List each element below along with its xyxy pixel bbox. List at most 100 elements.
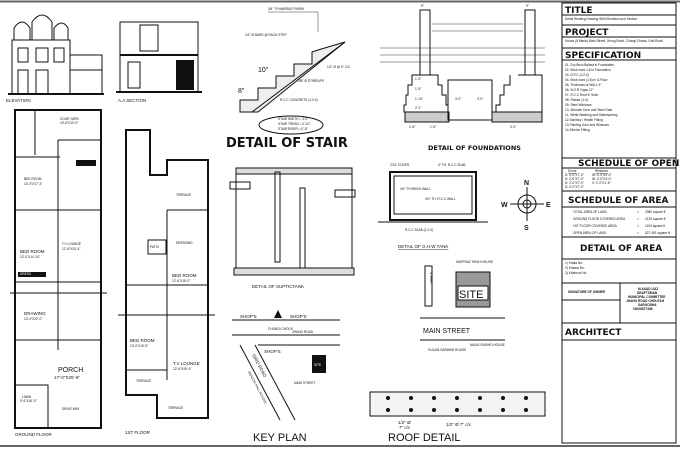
project-text: House (5 Marla) Main Street, Jhung Road,… xyxy=(565,39,663,43)
room-name: TERRACE xyxy=(176,193,191,197)
ohw-brick-note: 4½" TH BRICK WALL xyxy=(400,187,431,191)
spec-item: 05- Thickness of WALL 9" xyxy=(565,83,601,87)
title-header: TITLE xyxy=(565,6,593,16)
room-name: T.V LOUNGE xyxy=(62,242,81,246)
key-plan-shops: SHOP'S xyxy=(264,349,281,354)
foundation-step-dim: 1'-10" xyxy=(415,97,423,101)
opening-header: SCHEDULE OF OPENING xyxy=(578,159,680,169)
compass-e: E xyxy=(546,202,551,209)
opening-col: Doors xyxy=(568,169,577,173)
draftsman-line: JHANG ROAD CHOUTAH xyxy=(626,299,665,303)
ohw-cover-note: 2'X2' COVER xyxy=(390,163,410,167)
draftsman-line: M.ASAD IJAZ xyxy=(638,287,658,291)
room-size: 9'-6"X16'-0" xyxy=(20,399,37,403)
roof-bar-spacing: 7" c/c xyxy=(399,425,411,430)
foundation-wall-dim: 9" xyxy=(421,4,424,8)
section-drawing: A.A SECTION xyxy=(116,21,202,103)
opening-cell: D: 4'-0"X7'-0" xyxy=(565,185,584,189)
north-compass-icon: N S W E xyxy=(501,180,551,232)
room-name: BED ROOM xyxy=(130,338,155,343)
spec-item: 12-Sanitary / Health Fitting xyxy=(565,118,603,122)
detail-item: 2) Khasra No: xyxy=(565,266,585,270)
detail-item: 3) Khatooni No: xyxy=(565,271,587,275)
spec-item: 04- Brick work (1:6) in G.Floor xyxy=(565,78,608,82)
room-size: 13'-0"X17'-3" xyxy=(24,182,42,186)
spec-item: 08- Plaster (1:4) xyxy=(565,98,588,102)
site-plan: STREET SITE SARFRAZ SHAH HOUSE MAIN STRE… xyxy=(420,260,505,352)
spec-item: 06- B.G.R Vigas 12" xyxy=(565,88,594,92)
room-size: 13'-0"X15'-8" xyxy=(130,344,148,348)
room-name: TERRACE xyxy=(136,379,151,383)
area-header: SCHEDULE OF AREA xyxy=(568,196,669,206)
stair-concrete-note: R.C.C CONCRETE (1:2:4) xyxy=(280,98,318,102)
draftsman-line: 03006877486 xyxy=(633,307,653,311)
room-size: 17'-0"X25'-6" xyxy=(54,375,80,380)
first-floor-plan: TERRACE BED ROOM 12'-6"X16'-0" BED ROOM … xyxy=(118,129,215,435)
site-main-street: MAIN STREET xyxy=(423,328,471,335)
stair-note: STAIR RISER = 0'-8" xyxy=(278,127,308,131)
foundation-step-dim: 1'-3" xyxy=(415,77,421,81)
room-name: COUR YARD xyxy=(60,117,80,121)
area-eq: = xyxy=(637,224,639,228)
stair-note: STAIR WIDTH = 3'-0" xyxy=(278,117,308,121)
foundation-base-dim: 1'-6" xyxy=(409,125,415,129)
opening-cell: W: 3'-0"X4'-0" xyxy=(592,177,612,181)
ohw-title: DETAIL OF O.H.W TANK xyxy=(398,244,448,249)
detail-item: 1) Khata No: xyxy=(565,261,583,265)
project-header: PROJECT xyxy=(565,28,609,38)
key-plan-site: SITE xyxy=(314,363,321,367)
compass-w: W xyxy=(501,202,508,209)
key-plan-shops: SHOP'S xyxy=(240,314,257,319)
area-eq: = xyxy=(637,217,639,221)
area-label: GROUND FLOOR COVERED AREA xyxy=(573,217,626,221)
specification-header: SPECIFICATION xyxy=(565,51,641,61)
compass-s: S xyxy=(524,225,529,232)
foundation-depth-dim: 3'-0" xyxy=(455,97,461,101)
area-label: 1ST FLOOR COVERED AREA xyxy=(573,224,618,228)
septic-title: DETAIL OF SUPTICTANK xyxy=(252,284,304,289)
elevation-drawing: ELEVATION xyxy=(6,14,104,103)
area-list: TOTAL AREA OF LAND = 2080 square ft GROU… xyxy=(573,210,670,235)
site-gulam-house: GULAM SARWAR HOUSE xyxy=(428,348,466,352)
spec-item: 09- Steel Windows xyxy=(565,103,592,107)
ohw-slab-note: 4" TH. R.C.C SLAB xyxy=(438,163,465,167)
site-label: SITE xyxy=(459,289,483,301)
stair-detail: 3/4" TH MARBLE FINISH 1/2" Ø BARS @ EACH… xyxy=(226,7,351,151)
ground-floor-plan: COUR YARD 19'-6"X10'-0" BED ROOM 13'-0"X… xyxy=(10,109,107,437)
foundation-wall-dim: 9" xyxy=(526,4,529,8)
ohw-base-note: R.C.C SLAB (1:2:4) xyxy=(405,228,433,232)
opening-col: Windows xyxy=(595,169,608,173)
ohw-tank-detail: 2'X2' COVER 4" TH. R.C.C SLAB 4½" TH BRI… xyxy=(378,163,488,249)
area-value: 2080 square ft xyxy=(645,210,665,214)
spec-item: 10- Wooden Door and Steel Gate xyxy=(565,108,612,112)
room-name: PORCH xyxy=(58,367,83,374)
stair-marble-note: 3/4" TH MARBLE FINISH xyxy=(268,7,305,11)
elevation-label: ELEVATION xyxy=(6,98,31,103)
foundation-step-dim: 2'-2" xyxy=(415,106,421,110)
detail-area-header: DETAIL OF AREA xyxy=(580,244,662,254)
room-name: DRESS xyxy=(20,272,31,276)
key-plan-main-street: MAIN STREET xyxy=(294,381,315,385)
first-floor-label: 1ST FLOOR xyxy=(125,430,151,435)
area-label: OPEN AREA OF LAND xyxy=(573,231,607,235)
section-label: A.A SECTION xyxy=(118,98,146,103)
key-plan-shops: SHOP'S xyxy=(290,314,307,319)
room-name: PATIO xyxy=(150,245,160,249)
spec-item: 11- White Washing and Distempering xyxy=(565,113,618,117)
stair-bars-note: 1/2" Ø BARS @ EACH STEP xyxy=(245,33,287,37)
draftsman-line: MUNICIPAL COMMITTEE xyxy=(628,295,665,299)
room-name: BED ROOM xyxy=(172,273,197,278)
roof-bar-note: 1/2" Ø 7" c/c xyxy=(446,422,472,427)
site-north-house: SARFRAZ SHAH HOUSE xyxy=(456,260,493,264)
room-name: LAWN xyxy=(22,395,32,399)
area-value: 527.491 square ft xyxy=(645,231,670,235)
foundation-step-dim: 1'-6" xyxy=(415,87,421,91)
compass-n: N xyxy=(524,180,529,187)
room-name: DRESSING xyxy=(176,241,193,245)
room-size: 12'-6"X16'-0" xyxy=(172,279,190,283)
roof-detail: 1/2" Ø 7" c/c 1/2" Ø 7" c/c ROOF DETAIL xyxy=(369,391,546,444)
roof-title: ROOF DETAIL xyxy=(388,432,461,444)
spec-item: 02- Brick work 1:6 in Foundation xyxy=(565,68,611,72)
room-name: T.V LOUNGE xyxy=(173,361,200,366)
